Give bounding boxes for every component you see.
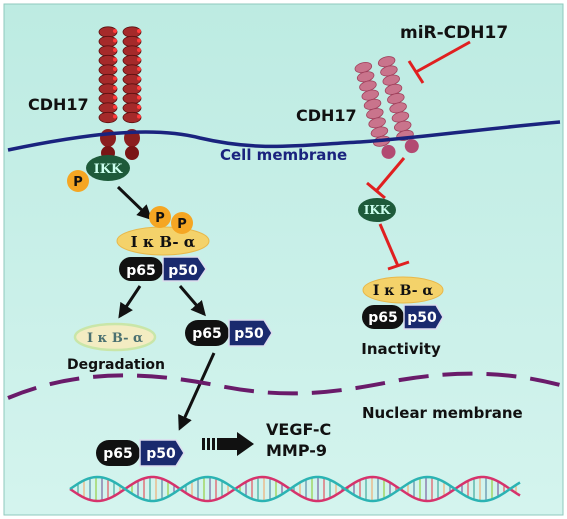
p50-label: p50	[407, 310, 437, 326]
cadherin-site	[137, 95, 141, 100]
inactivity-label: Inactivity	[361, 340, 441, 358]
p65-p50-complex-left: p65 p50	[119, 256, 207, 282]
p65-p50-complex-nuclear: p65 p50	[96, 439, 185, 467]
cadherin-site	[113, 95, 117, 100]
ikk-active-node	[86, 155, 130, 181]
cadherin-site	[137, 105, 141, 109]
inhibit-bar-ikk-ikb	[387, 260, 410, 271]
p50-node	[162, 256, 207, 282]
p65-node	[185, 320, 229, 346]
cdh17-right-label: CDH17	[296, 106, 357, 125]
inhibit-bar-cdh17-ikk	[366, 181, 386, 200]
dna-strand	[69, 475, 521, 503]
p65-node	[362, 305, 404, 329]
phospho-label-ikk: P	[73, 175, 83, 190]
phospho-label-2: P	[177, 217, 187, 232]
cadherin-site	[113, 67, 117, 71]
p65-label: p65	[368, 310, 398, 326]
cadherin-site	[113, 86, 117, 90]
membrane-anchor	[404, 139, 419, 154]
cadherin-site	[137, 76, 141, 81]
cadherin-site	[113, 57, 117, 62]
p65-node	[119, 257, 163, 281]
cadherin-domain	[98, 111, 118, 124]
arrow-to-degradation	[118, 285, 142, 319]
p50-label: p50	[168, 263, 198, 279]
mmp-9-label: MMP-9	[266, 441, 327, 460]
dna-helix	[69, 475, 521, 503]
phospho-label-1: P	[155, 211, 165, 226]
cdh17-left-label: CDH17	[28, 95, 89, 114]
cadherin-site	[137, 67, 141, 71]
p50-node	[228, 319, 273, 347]
cadherin-site	[137, 57, 141, 62]
ikb-alpha-inactive-label: I κ B- α	[373, 283, 434, 299]
cdh17-inactive-receptor	[354, 56, 419, 159]
p65-node	[96, 440, 140, 466]
mir-inhibition-bar	[407, 60, 425, 84]
cell-membrane-line	[7, 120, 561, 152]
arrow-ikk-to-ikb	[116, 185, 153, 221]
p50-label: p50	[146, 446, 176, 462]
vegf-c-label: VEGF-C	[266, 420, 331, 439]
p65-label: p65	[126, 263, 156, 279]
transcription-arrow	[202, 432, 254, 456]
cadherin-site	[113, 76, 117, 81]
p65-p50-complex-inactive: p65 p50	[362, 304, 444, 330]
nuclear-membrane-line	[7, 371, 561, 400]
p65-label: p65	[103, 446, 133, 462]
cadherin-site	[113, 114, 117, 119]
membrane-anchor	[381, 144, 396, 159]
membrane-anchor	[125, 146, 139, 160]
cadherin-site	[113, 29, 117, 33]
ikb-alpha-degraded-node	[73, 322, 157, 352]
arrow-to-free-p65p50	[178, 285, 206, 317]
cadherin-site	[113, 105, 117, 109]
cadherin-domain	[122, 111, 142, 124]
inhibit-line-ikk-ikb	[378, 223, 400, 267]
ikb-alpha-degraded-label: I κ B- α	[87, 331, 143, 346]
ikk-inactive-node	[358, 198, 396, 222]
cadherin-site	[113, 48, 117, 52]
cadherin-site	[137, 48, 141, 52]
mir-cdh17-label: miR-CDH17	[400, 23, 508, 43]
dna-strand	[69, 475, 521, 503]
cadherin-site	[137, 86, 141, 90]
cadherin-site	[137, 114, 141, 119]
phospho-node-2	[171, 212, 193, 234]
cadherin-site	[137, 29, 141, 33]
phospho-node-1	[149, 206, 171, 228]
p50-node	[139, 439, 185, 467]
p65-p50-complex-free: p65 p50	[185, 319, 273, 347]
ikk-active-label: IKK	[94, 162, 123, 177]
p65-label: p65	[192, 326, 222, 342]
ikb-alpha-inactive-node	[362, 276, 444, 304]
ikb-alpha-label-left: I κ B- α	[131, 233, 196, 251]
cdh17-active-receptor	[98, 26, 142, 160]
p50-label: p50	[234, 326, 264, 342]
inhibit-line-cdh17-ikk	[375, 157, 406, 191]
degradation-label: Degradation	[67, 357, 165, 373]
cadherin-site	[137, 38, 141, 43]
ikk-inactive-label: IKK	[364, 203, 391, 217]
arrow-to-nucleus	[178, 352, 216, 431]
diagram-background	[3, 3, 564, 516]
cell-membrane-label: Cell membrane	[220, 146, 347, 164]
cadherin-site	[113, 38, 117, 43]
phospho-node-ikk	[67, 170, 89, 192]
p50-node	[403, 304, 444, 330]
mir-inhibition-line	[415, 40, 471, 74]
nuclear-membrane-label: Nuclear membrane	[362, 404, 523, 422]
